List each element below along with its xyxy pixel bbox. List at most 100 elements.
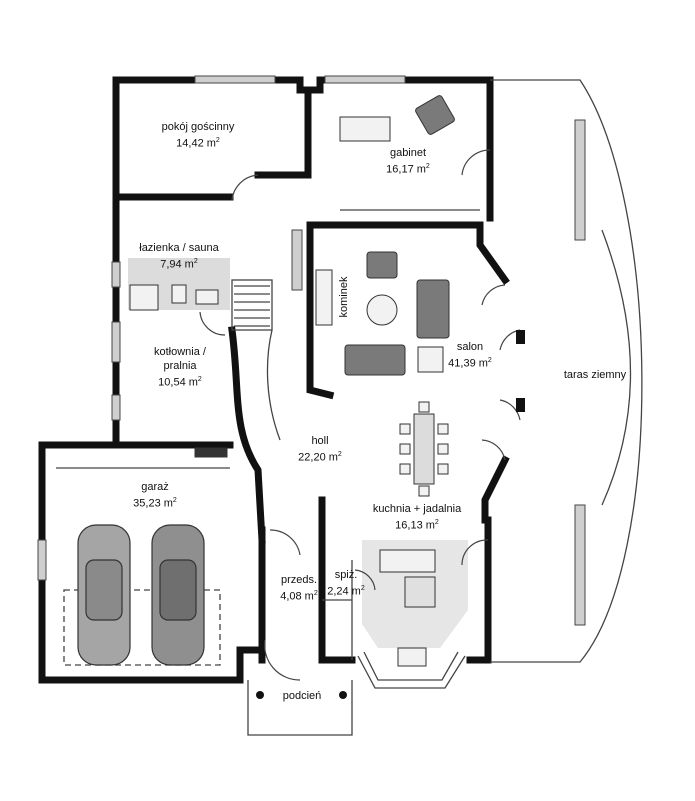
- room-gabinet: gabinet 16,17 m2: [368, 146, 448, 177]
- window-west-2: [111, 321, 121, 363]
- window-pokoj: [194, 75, 276, 84]
- armchair-top: [366, 251, 398, 279]
- wall-kominek: [306, 221, 335, 400]
- room-name: pokój gościnny: [161, 121, 235, 133]
- wall-przeds-east: [318, 496, 356, 664]
- door-salon-1: [481, 284, 506, 306]
- taras-label: taras ziemny: [563, 369, 627, 381]
- room-area: 35,23 m2: [133, 497, 177, 510]
- room-przeds: przeds. 4,08 m2: [274, 573, 324, 604]
- kitchen-bay: [357, 655, 466, 689]
- room-area: 10,54 m2: [158, 376, 202, 389]
- furniture: [129, 95, 455, 667]
- dining-chairs: [399, 401, 449, 497]
- room-name: kuchnia + jadalnia: [372, 503, 462, 515]
- kitchen-island: [379, 549, 436, 573]
- column: [339, 691, 347, 699]
- wall-hall-curve: [228, 326, 266, 544]
- chair: [437, 443, 449, 455]
- windows: [37, 75, 586, 626]
- chair: [418, 401, 430, 413]
- room-area: 16,13 m2: [395, 519, 439, 532]
- room-name: holl: [311, 435, 329, 447]
- washbasin: [195, 289, 219, 305]
- podcien-label: podcień: [282, 690, 322, 702]
- toilet: [171, 284, 187, 304]
- stair-well: [231, 279, 273, 331]
- przeds-partition: [322, 560, 353, 660]
- car-left-roof: [85, 559, 123, 621]
- door-przeds: [269, 529, 301, 556]
- room-area: 14,42 m2: [176, 137, 220, 150]
- terrace-inner-arc: [601, 229, 632, 506]
- post: [516, 398, 525, 412]
- side-table: [417, 346, 444, 373]
- room-area: 41,39 m2: [448, 357, 492, 370]
- room-kotlownia: kotłownia / pralnia 10,54 m2: [140, 345, 220, 390]
- walls: [38, 76, 510, 684]
- room-kuchnia: kuchnia + jadalnia 16,13 m2: [362, 502, 472, 533]
- room-spiz: spiż. 2,24 m2: [326, 568, 366, 599]
- room-name: salon: [456, 341, 484, 353]
- dining-table: [413, 413, 435, 485]
- room-name: przeds.: [280, 574, 318, 586]
- thin-lines: [56, 79, 643, 736]
- desk-gabinet: [339, 116, 391, 142]
- door-pokoj: [231, 174, 259, 201]
- cars: [77, 524, 205, 666]
- window-gabinet: [324, 75, 406, 84]
- chair: [437, 423, 449, 435]
- window-terrace-1: [574, 119, 586, 241]
- doors: [199, 149, 521, 681]
- room-name: garaż: [141, 481, 169, 493]
- room-lazienka: łazienka / sauna 7,94 m2: [128, 241, 230, 272]
- door-entrance: [264, 639, 301, 681]
- room-area: 4,08 m2: [280, 590, 318, 603]
- chair: [399, 463, 411, 475]
- sink: [397, 647, 427, 667]
- chair: [399, 423, 411, 435]
- markers: [256, 330, 525, 699]
- wall-kitchen-east: [466, 516, 492, 664]
- shower: [129, 284, 159, 311]
- room-name: łazienka / sauna: [139, 242, 219, 254]
- chair: [399, 443, 411, 455]
- kitchen-bay-inner: [363, 651, 459, 681]
- room-name: gabinet: [389, 147, 427, 159]
- sofa-lower: [344, 344, 406, 376]
- room-area: 7,94 m2: [160, 258, 198, 271]
- radiator-bar: [194, 447, 228, 458]
- stairs: [234, 285, 270, 327]
- post: [516, 330, 525, 344]
- chair: [437, 463, 449, 475]
- terrace-arc: [490, 79, 643, 663]
- window-garage: [37, 539, 47, 581]
- cooktop: [404, 576, 436, 608]
- door-lazienka: [199, 311, 226, 336]
- door-salon-3: [499, 399, 521, 421]
- window-west-3: [111, 394, 121, 421]
- kominek-unit: [315, 269, 333, 326]
- podcien-outline: [247, 680, 353, 736]
- room-area: 22,20 m2: [298, 451, 342, 464]
- kominek-label: kominek: [338, 276, 350, 318]
- room-salon: salon 41,39 m2: [440, 340, 500, 371]
- room-pokoj: pokój gościnny 14,42 m2: [148, 120, 248, 151]
- car-right-roof: [159, 559, 197, 621]
- room-area: 2,24 m2: [327, 585, 365, 598]
- column: [256, 691, 264, 699]
- coffee-table: [366, 294, 398, 326]
- chair: [418, 485, 430, 497]
- window-terrace-2: [574, 504, 586, 626]
- door-kitchen: [461, 539, 489, 566]
- door-spiz: [354, 569, 376, 591]
- room-holl: holl 22,20 m2: [285, 434, 355, 465]
- room-garaz: garaż 35,23 m2: [120, 480, 190, 511]
- window-west-1: [111, 261, 121, 288]
- stair-curve: [266, 329, 281, 441]
- window-kominek: [291, 229, 303, 291]
- room-name: kotłownia / pralnia: [154, 346, 206, 372]
- armchair-gabinet: [415, 95, 455, 135]
- door-salon-4: [481, 439, 506, 461]
